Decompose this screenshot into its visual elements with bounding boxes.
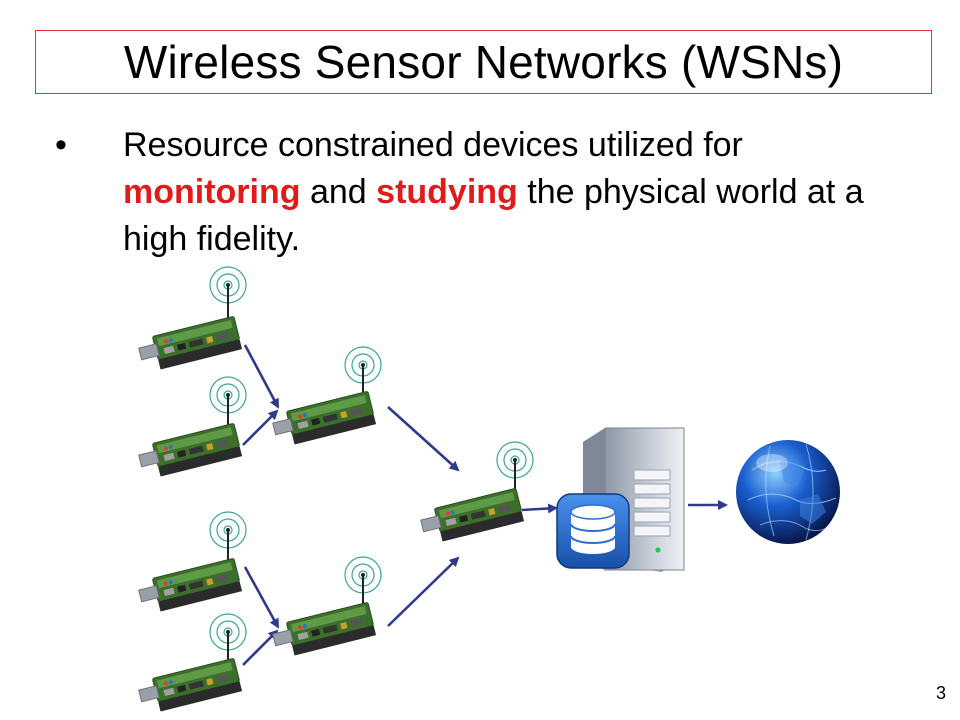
edge-relay-upper-sink	[387, 406, 460, 472]
edge-sensor-2-relay-upper	[242, 409, 279, 446]
sensor-node-1	[136, 266, 247, 374]
sensor-mote-icon	[136, 557, 243, 616]
bullet-text: Resource constrained devices utilized fo…	[123, 122, 923, 263]
edge-sensor-3-relay-lower	[243, 566, 280, 629]
edges	[242, 344, 728, 666]
sensor-mote-icon	[418, 487, 525, 546]
sensor-mote-icon	[136, 315, 243, 374]
sensor-node-3	[136, 511, 247, 616]
sensor-mote-icon	[136, 422, 243, 481]
slide-title: Wireless Sensor Networks (WSNs)	[123, 36, 844, 88]
server-database-icon	[556, 427, 685, 572]
page-number: 3	[935, 683, 946, 703]
sensor-mote-icon	[270, 390, 377, 449]
bullet-segment: and	[300, 173, 377, 211]
edge-sink-server	[521, 503, 558, 514]
relay-node-lower	[270, 556, 382, 660]
bullet-segment: Resource constrained devices utilized fo…	[123, 126, 743, 164]
bullet-segment: the physical world at a high fidelity.	[123, 173, 864, 258]
sensor-mote-icon	[136, 657, 243, 716]
edge-relay-lower-sink	[387, 556, 460, 627]
bullet-highlight-studying: studying	[376, 173, 518, 211]
antenna-icon	[209, 266, 247, 324]
bullet-highlight-monitoring: monitoring	[123, 173, 301, 211]
title-box: Wireless Sensor Networks (WSNs)	[35, 30, 932, 94]
edge-sensor-1-relay-upper	[243, 344, 280, 409]
bullet-marker: •	[55, 126, 67, 164]
sensor-node-2	[136, 376, 247, 481]
sensor-mote-icon	[270, 601, 377, 660]
relay-node-upper	[270, 346, 382, 449]
sensor-node-4	[136, 613, 247, 716]
globe-icon	[736, 440, 840, 544]
sink-node	[418, 441, 534, 546]
edge-sensor-4-relay-lower	[242, 629, 279, 666]
